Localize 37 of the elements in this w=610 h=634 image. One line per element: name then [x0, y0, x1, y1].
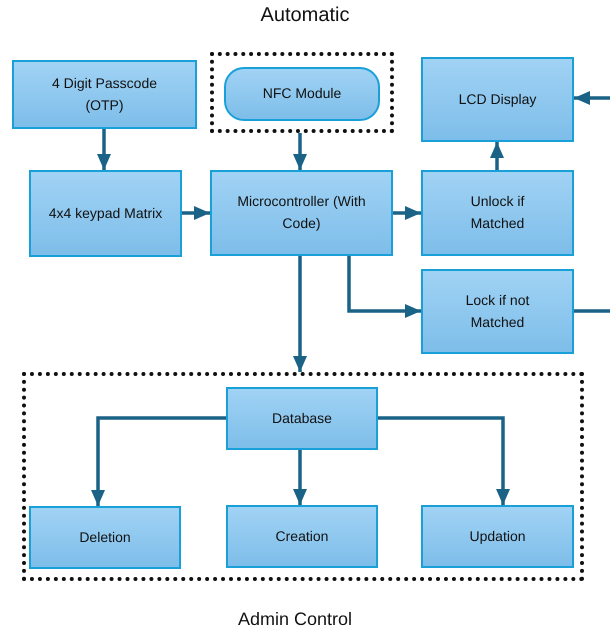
node-label: Unlock if Matched [470, 192, 526, 233]
arrow [347, 256, 421, 318]
node-label: Lock if not Matched [464, 290, 530, 332]
process-box [421, 269, 574, 354]
node-label: Updation [468, 526, 527, 546]
process-box [226, 505, 378, 568]
process-box [210, 170, 393, 256]
dotted-group-frame [210, 52, 394, 133]
process-box [29, 506, 181, 569]
process-box [29, 170, 182, 257]
arrow [574, 91, 610, 105]
node-label: 4x4 keypad Matrix [48, 204, 164, 223]
arrow [293, 256, 307, 372]
node-label: 4 Digit Passcode (OTP) [50, 74, 158, 115]
node-label: Creation [274, 526, 330, 546]
arrow [378, 416, 510, 505]
arrow [182, 206, 210, 220]
dotted-group-frame [22, 372, 584, 581]
arrow [293, 450, 307, 505]
process-box [12, 60, 197, 129]
arrow [91, 416, 226, 506]
node-label: NFC Module [262, 84, 342, 104]
arrow [293, 133, 307, 170]
node-label: Microcontroller (With Code) [236, 192, 367, 233]
node-label: Database [271, 408, 333, 428]
diagram-title: Automatic [260, 4, 350, 27]
node-label: LCD Display [458, 90, 538, 109]
process-box [226, 387, 378, 450]
process-box [421, 57, 574, 142]
process-box [421, 505, 574, 568]
process-box [421, 170, 574, 256]
arrow [393, 206, 421, 220]
node-label: Deletion [78, 528, 132, 547]
arrow [490, 142, 504, 170]
rounded-module-box [224, 67, 380, 121]
diagram-caption: Admin Control [236, 609, 354, 630]
arrow [97, 129, 111, 170]
